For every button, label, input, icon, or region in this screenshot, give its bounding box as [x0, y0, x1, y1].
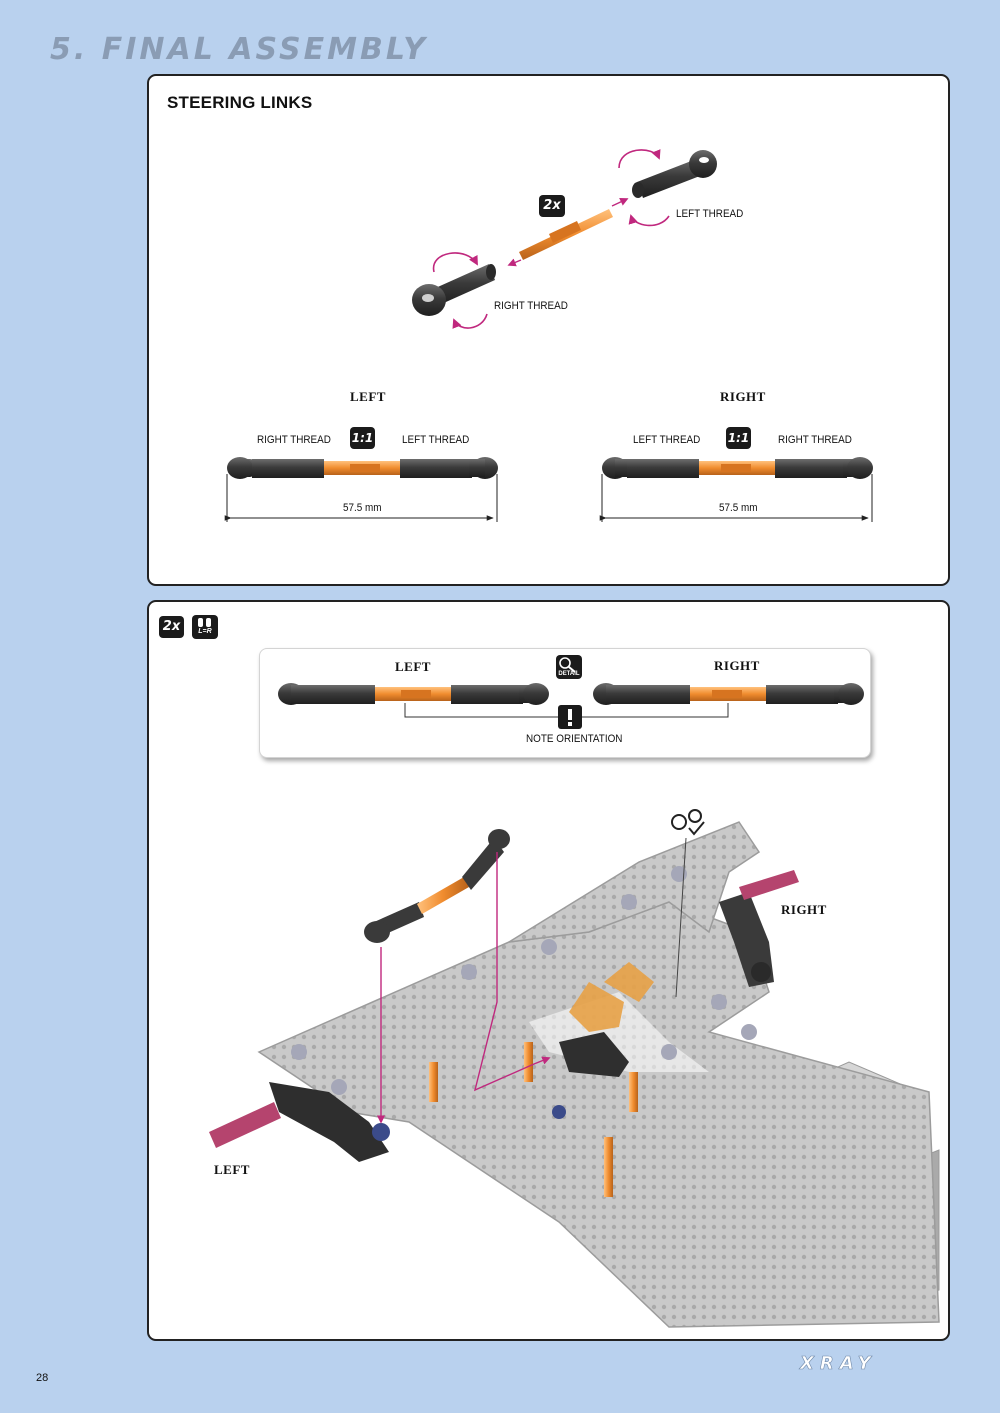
- steering-link-part: [364, 829, 510, 943]
- left-link-dimension: 57.5 mm: [343, 502, 382, 514]
- rod-end-lower: [412, 264, 496, 316]
- left-link-drawing: [224, 457, 498, 522]
- scale-badge-right: 1:1: [726, 427, 751, 449]
- svg-text:XRAY: XRAY: [799, 1353, 877, 1374]
- exclamation-icon: [558, 705, 582, 729]
- detail-right-label: RIGHT: [714, 658, 760, 673]
- left-link-end-label-b: LEFT THREAD: [402, 434, 470, 446]
- step-heading: STEERING LINKS: [167, 93, 313, 112]
- left-callout: LEFT: [214, 1162, 250, 1177]
- page-number: 28: [36, 1372, 49, 1384]
- symmetry-badge: L=R: [192, 615, 218, 639]
- left-right-same-icon: [198, 618, 211, 627]
- mount-links-step: 2x L=R: [147, 600, 950, 1341]
- chassis-assembly-illustration: [209, 809, 940, 1328]
- left-thread-label: LEFT THREAD: [676, 208, 744, 220]
- rod-end-upper: [632, 150, 717, 198]
- right-link-drawing: [599, 457, 873, 522]
- right-thread-label: RIGHT THREAD: [494, 300, 568, 312]
- detail-note-box: DETAIL LEFT RIGHT NOTE ORIENTATION: [259, 648, 871, 758]
- detail-icon-text: DETAIL: [558, 671, 580, 677]
- detail-magnifier-icon: [556, 655, 582, 679]
- brand-logo: XRAY: [799, 1353, 955, 1375]
- right-link-end-label-b: RIGHT THREAD: [778, 434, 852, 446]
- right-link-end-label-a: LEFT THREAD: [633, 434, 701, 446]
- detail-left-label: LEFT: [395, 659, 431, 674]
- section-title: 5. FINAL ASSEMBLY: [50, 32, 428, 67]
- quantity-badge: 2x: [539, 195, 565, 217]
- scale-badge-left: 1:1: [350, 427, 375, 449]
- right-link-dimension: 57.5 mm: [719, 502, 758, 514]
- exploded-link-illustration: [224, 149, 873, 522]
- right-side-label: RIGHT: [720, 389, 766, 404]
- left-link-end-label-a: RIGHT THREAD: [257, 434, 331, 446]
- turnbuckle: [519, 209, 613, 260]
- note-orientation-text: NOTE ORIENTATION: [526, 733, 623, 745]
- orientation-detail-drawing: [278, 655, 864, 729]
- quantity-badge-2: 2x: [159, 616, 184, 638]
- adjustment-gear-icon: [671, 809, 705, 836]
- steering-links-step: STEERING LINKS: [147, 74, 950, 586]
- left-side-label: LEFT: [350, 389, 386, 404]
- right-callout: RIGHT: [781, 902, 827, 917]
